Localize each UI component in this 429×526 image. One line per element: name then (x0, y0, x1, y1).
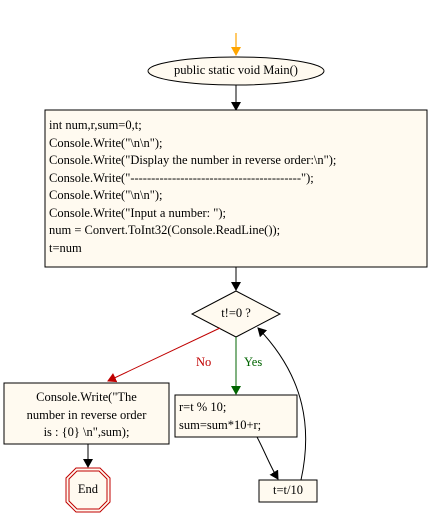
init-line: Console.Write("\n\n"); (49, 188, 163, 202)
update-node-label: t=t/10 (273, 483, 303, 497)
end-node-label: End (77, 482, 99, 496)
end-node-inner-shape (68, 470, 108, 510)
init-line: Console.Write("Display the number in rev… (49, 153, 337, 167)
edge-yes-label: Yes (244, 355, 263, 369)
edge-no (107, 327, 221, 383)
edge-update-to-condition (257, 327, 307, 481)
end-node-shape (65, 467, 111, 513)
init-line: int num,r,sum=0,t; (49, 118, 142, 132)
init-node-shape (44, 109, 428, 268)
output-node-text: Console.Write("The number in reverse ord… (4, 389, 169, 442)
output-node-shape (3, 382, 170, 445)
init-line: Console.Write("-------------------------… (49, 170, 314, 185)
loop-body-node-text: r=t % 10; sum=sum*10+r; (179, 399, 261, 434)
init-line: num = Convert.ToInt32(Console.ReadLine()… (49, 223, 281, 237)
loop-body-line: sum=sum*10+r; (179, 417, 262, 432)
init-line: Console.Write("Input a number: "); (49, 205, 227, 220)
output-line: is : {0} \n",sum); (43, 425, 130, 439)
loop-body-node-shape (174, 394, 298, 438)
init-line: t=num (49, 240, 82, 255)
condition-node-label: t!=0 ? (221, 306, 251, 320)
output-line: Console.Write("The (36, 390, 137, 404)
init-node-text: int num,r,sum=0,t; Console.Write("\n\n")… (49, 117, 336, 257)
start-node-label: public static void Main() (174, 63, 298, 77)
edge-no-label: No (196, 355, 212, 369)
loop-body-line: r=t % 10; (179, 400, 227, 414)
update-node-shape (258, 479, 318, 503)
init-line: Console.Write("\n\n"); (49, 135, 163, 150)
output-line: number in reverse order (26, 407, 147, 422)
edge-body-to-update (256, 436, 279, 480)
